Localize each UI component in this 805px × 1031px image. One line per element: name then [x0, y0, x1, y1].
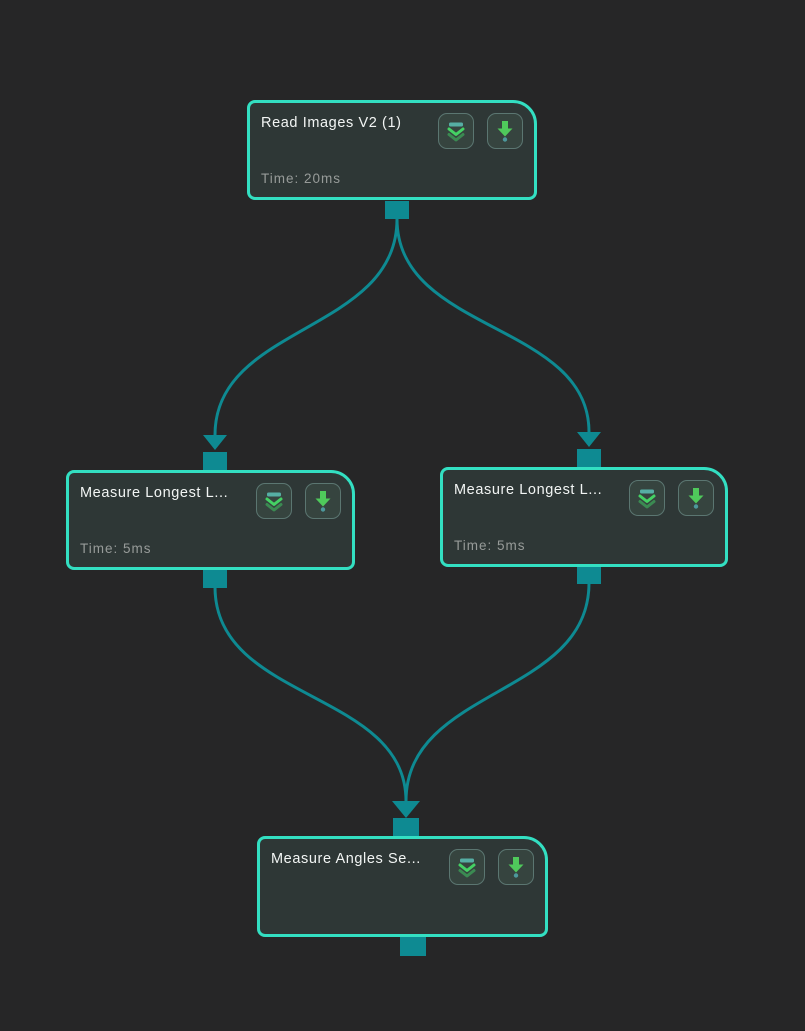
node-buttons: [438, 113, 523, 149]
double-chevron-down-icon: [638, 489, 656, 509]
edge-read-to-right[interactable]: [395, 218, 591, 433]
node-measure-longest-2[interactable]: Measure Longest L... Time: 5ms: [440, 467, 728, 567]
node-buttons: [449, 849, 534, 885]
run-to-here-button[interactable]: [487, 113, 523, 149]
node-title: Measure Longest L...: [80, 485, 229, 501]
expand-collapse-button[interactable]: [449, 849, 485, 885]
arrow-down-icon: [508, 857, 524, 878]
node-buttons: [256, 483, 341, 519]
input-port-measure-angles[interactable]: [393, 818, 419, 836]
node-measure-angles[interactable]: Measure Angles Se...: [257, 836, 548, 937]
node-time-label: Time: 20ms: [261, 171, 342, 186]
edge-arrowhead: [577, 432, 601, 447]
output-port-measure-longest-2[interactable]: [577, 566, 601, 584]
edge-read-to-left[interactable]: [213, 218, 399, 436]
node-read-images[interactable]: Read Images V2 (1) Time: 20ms: [247, 100, 537, 200]
node-measure-longest-1[interactable]: Measure Longest L... Time: 5ms: [66, 470, 355, 570]
run-to-here-button[interactable]: [305, 483, 341, 519]
expand-collapse-button[interactable]: [438, 113, 474, 149]
expand-collapse-button[interactable]: [629, 480, 665, 516]
double-chevron-down-icon: [447, 122, 465, 142]
arrow-down-icon: [315, 491, 331, 512]
arrow-down-icon: [688, 488, 704, 509]
edge-left-to-angles[interactable]: [213, 586, 408, 802]
input-port-measure-longest-2[interactable]: [577, 449, 601, 467]
node-time-label: Time: 5ms: [80, 541, 152, 556]
double-chevron-down-icon: [458, 858, 476, 878]
edge-arrowhead: [203, 435, 227, 450]
edge-arrowhead: [392, 801, 420, 818]
arrow-down-icon: [497, 121, 513, 142]
node-buttons: [629, 480, 714, 516]
node-time-label: Time: 5ms: [454, 538, 526, 553]
output-port-measure-angles[interactable]: [400, 937, 426, 956]
node-title: Read Images V2 (1): [261, 115, 402, 131]
output-port-measure-longest-1[interactable]: [203, 570, 227, 588]
run-to-here-button[interactable]: [498, 849, 534, 885]
input-port-measure-longest-1[interactable]: [203, 452, 227, 470]
output-port-read-images[interactable]: [385, 201, 409, 219]
node-title: Measure Longest L...: [454, 482, 603, 498]
edge-right-to-angles[interactable]: [404, 582, 591, 802]
expand-collapse-button[interactable]: [256, 483, 292, 519]
run-to-here-button[interactable]: [678, 480, 714, 516]
node-title: Measure Angles Se...: [271, 851, 421, 867]
double-chevron-down-icon: [265, 492, 283, 512]
